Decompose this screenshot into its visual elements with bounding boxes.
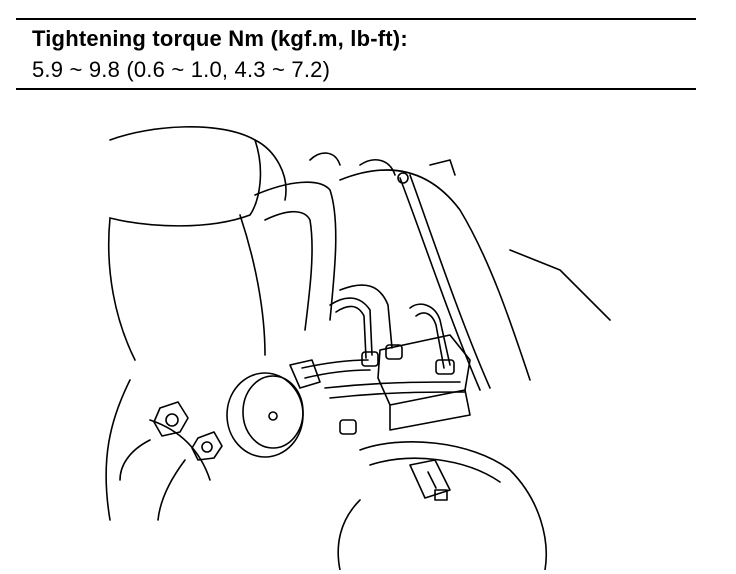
canister xyxy=(226,359,321,458)
hose-clamp xyxy=(337,441,548,570)
bolts xyxy=(119,401,223,521)
pipe-fittings xyxy=(339,344,455,435)
hose xyxy=(254,152,341,331)
cable xyxy=(397,172,491,391)
frame-lines xyxy=(105,159,611,521)
fitting-2 xyxy=(385,344,403,360)
reservoir-housing xyxy=(107,126,287,361)
brake-line-illustration xyxy=(105,126,611,570)
torque-spec-title: Tightening torque Nm (kgf.m, lb-ft): xyxy=(32,26,408,51)
valve-body xyxy=(377,334,471,431)
torque-spec-value: 5.9 ~ 9.8 (0.6 ~ 1.0, 4.3 ~ 7.2) xyxy=(32,57,331,82)
fitting-3 xyxy=(435,359,455,375)
fitting-4 xyxy=(339,419,357,435)
fitting-1 xyxy=(361,351,379,367)
torque-spec-box: Tightening torque Nm (kgf.m, lb-ft): 5.9… xyxy=(16,18,696,90)
brake-pipes xyxy=(301,284,466,399)
